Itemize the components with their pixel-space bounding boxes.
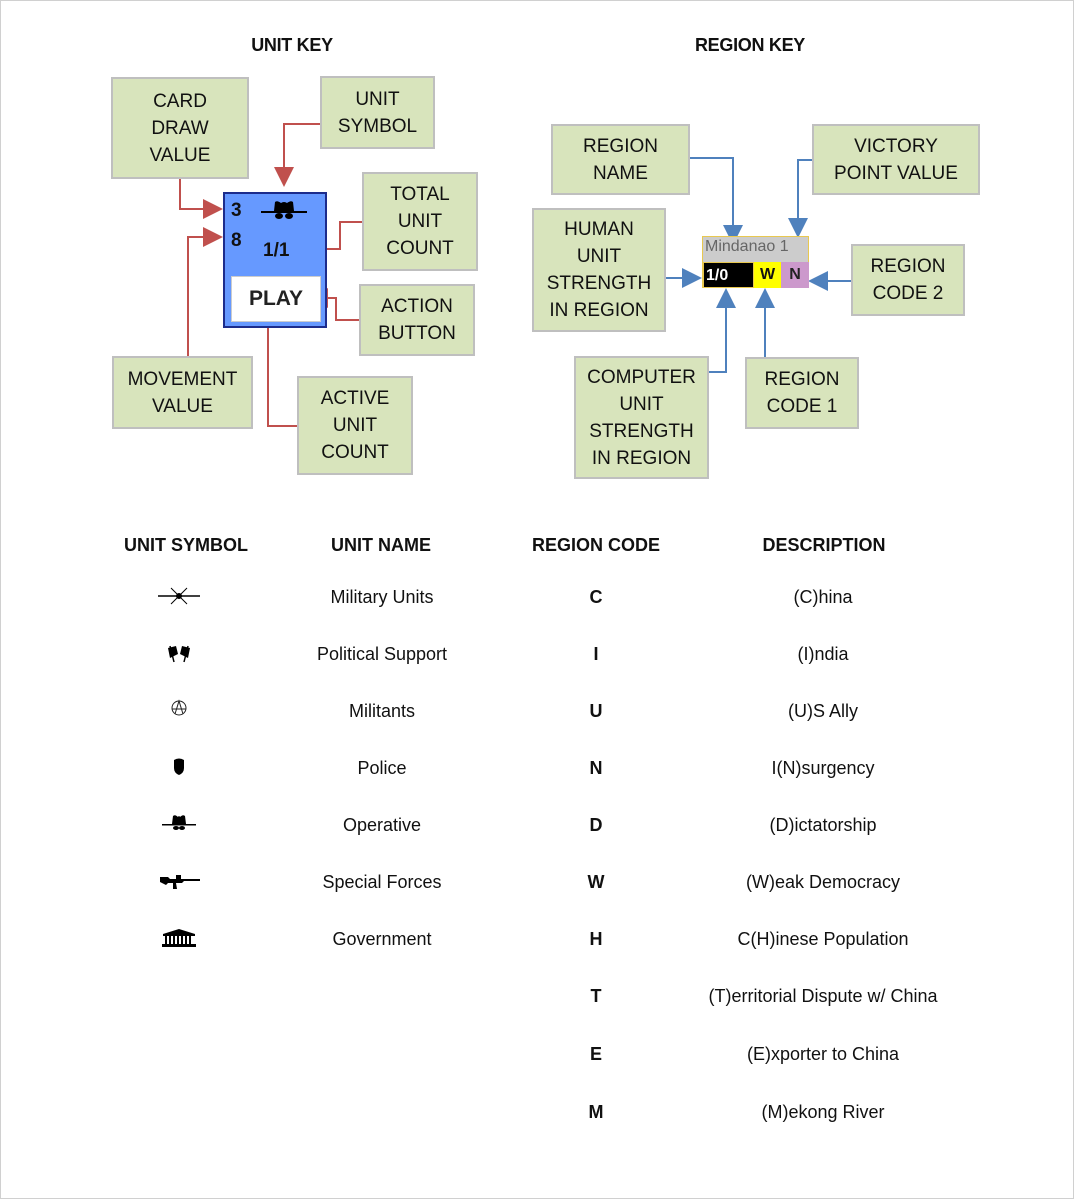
movement-value: 8: [231, 230, 242, 251]
connector-arrows: [179, 123, 851, 427]
label-computer-unit-strength: COMPUTER UNIT STRENGTH IN REGION: [574, 356, 709, 479]
region-key-title: REGION KEY: [694, 35, 806, 55]
unit-strength: 1/0: [703, 262, 754, 288]
label-action-button: ACTION BUTTON: [359, 284, 475, 356]
label-region-name: REGION NAME: [551, 124, 690, 195]
arrow-card-draw: [179, 178, 223, 219]
unit-count: 1/1: [263, 240, 290, 261]
flags-icon: [168, 645, 190, 663]
arrow-computer-strength: [709, 288, 736, 373]
police-badge-icon: [174, 758, 184, 775]
region-code-2: N: [781, 262, 809, 288]
label-unit-symbol: UNIT SYMBOL: [320, 76, 435, 149]
operative-icon: [162, 815, 196, 830]
region-description: (D)ictatorship: [769, 815, 877, 835]
label-total-unit-count: TOTAL UNIT COUNT: [362, 172, 478, 271]
label-region-code-1: REGION CODE 1: [745, 357, 859, 429]
rifle-icon: [160, 875, 200, 889]
label-victory-point-value: VICTORY POINT VALUE: [812, 124, 980, 195]
unit-name: Special Forces: [322, 872, 442, 892]
arrow-victory-point: [788, 159, 812, 238]
unit-key-title: UNIT KEY: [251, 35, 333, 55]
label-active-unit-count: ACTIVE UNIT COUNT: [297, 376, 413, 475]
region-code: U: [589, 701, 603, 721]
label-movement-value: MOVEMENT VALUE: [112, 356, 253, 429]
region-code: T: [590, 986, 602, 1006]
unit-name: Government: [332, 929, 432, 949]
unit-name: Political Support: [316, 644, 448, 664]
region-code: I: [593, 644, 599, 664]
label-region-code-2: REGION CODE 2: [851, 244, 965, 316]
drone-icon: [158, 587, 200, 605]
card-draw-value: 3: [231, 200, 242, 221]
arrow-unit-symbol: [274, 123, 321, 187]
region-description: (T)erritorial Dispute w/ China: [708, 986, 938, 1006]
play-button[interactable]: PLAY: [231, 276, 321, 322]
region-description: (M)ekong River: [761, 1102, 885, 1122]
region-description: (W)eak Democracy: [745, 872, 901, 892]
header-unit-symbol: UNIT SYMBOL: [124, 535, 248, 555]
region-description: C(H)inese Population: [737, 929, 909, 949]
label-card-draw-value: CARD DRAW VALUE: [111, 77, 249, 179]
region-name: Mindanao 1: [705, 238, 789, 255]
operative-icon: [261, 201, 307, 219]
header-region-code: REGION CODE: [531, 535, 660, 555]
header-unit-name: UNIT NAME: [331, 535, 431, 555]
region-code: C: [589, 587, 603, 607]
unit-card[interactable]: 3 8 1/1 PLAY: [223, 192, 327, 328]
unit-name: Operative: [342, 815, 422, 835]
arrow-movement: [187, 227, 223, 356]
region-description: (C)hina: [793, 587, 853, 607]
region-code: W: [587, 872, 605, 892]
region-description: (I)ndia: [797, 644, 849, 664]
region-description: I(N)surgency: [771, 758, 875, 778]
region-description: (U)S Ally: [787, 701, 858, 721]
region-code: M: [588, 1102, 604, 1122]
government-building-icon: [162, 929, 196, 947]
region-description: (E)xporter to China: [746, 1044, 900, 1064]
region-code-1: W: [754, 262, 781, 288]
unit-name: Police: [357, 758, 407, 778]
anarchy-icon: [171, 699, 187, 716]
label-human-unit-strength: HUMAN UNIT STRENGTH IN REGION: [532, 208, 666, 332]
region-code: H: [589, 929, 603, 949]
unit-name: Military Units: [330, 587, 434, 607]
header-description: DESCRIPTION: [762, 535, 886, 555]
unit-name: Militants: [348, 701, 415, 721]
region-code: D: [589, 815, 603, 835]
arrow-region-name: [689, 157, 743, 245]
region-tile[interactable]: Mindanao 1 1/0 W N: [702, 236, 809, 288]
region-code: E: [589, 1044, 602, 1064]
region-code: N: [589, 758, 603, 778]
